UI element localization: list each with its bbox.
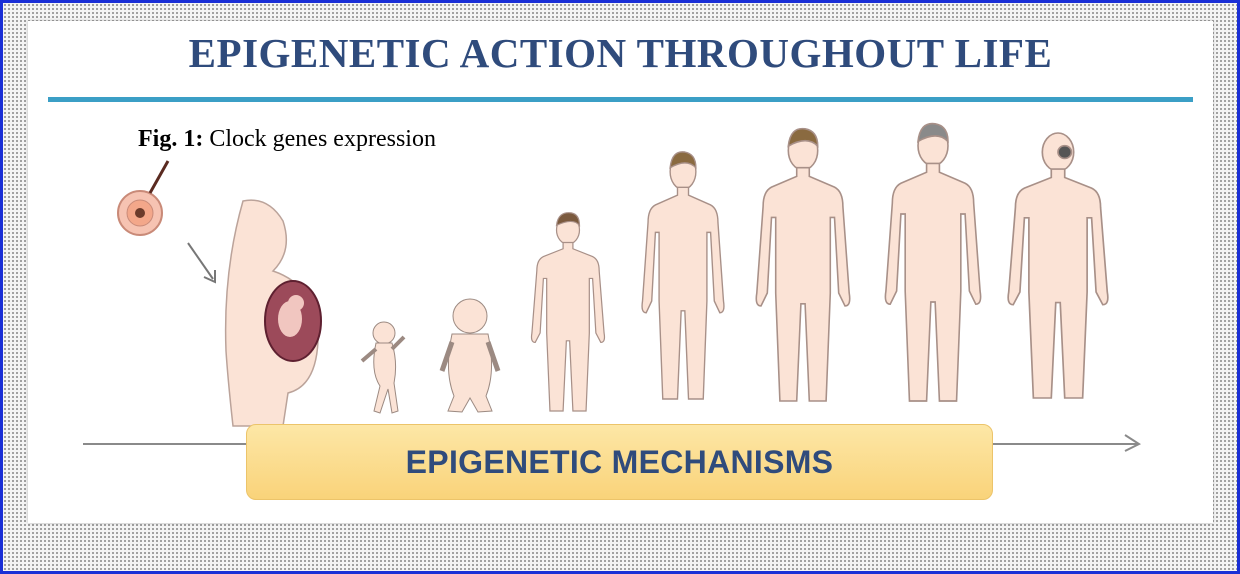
young-adult-icon bbox=[756, 129, 849, 401]
timeline-arrow-icon bbox=[1123, 433, 1143, 453]
egg-arrow-icon bbox=[188, 243, 215, 282]
adult-icon bbox=[885, 124, 980, 401]
epigenetic-mechanisms-box: EPIGENETIC MECHANISMS bbox=[246, 424, 993, 500]
egg-cell-icon bbox=[118, 161, 168, 235]
elderly-icon bbox=[1008, 133, 1108, 398]
epigenetic-mechanisms-label: EPIGENETIC MECHANISMS bbox=[406, 444, 834, 481]
infant-icon bbox=[442, 299, 498, 412]
teenager-icon bbox=[642, 152, 724, 399]
newborn-icon bbox=[362, 322, 404, 413]
pregnancy-icon bbox=[226, 200, 321, 426]
figure-panel: EPIGENETIC ACTION THROUGHOUT LIFE Fig. 1… bbox=[28, 21, 1213, 523]
child-icon bbox=[532, 213, 605, 411]
